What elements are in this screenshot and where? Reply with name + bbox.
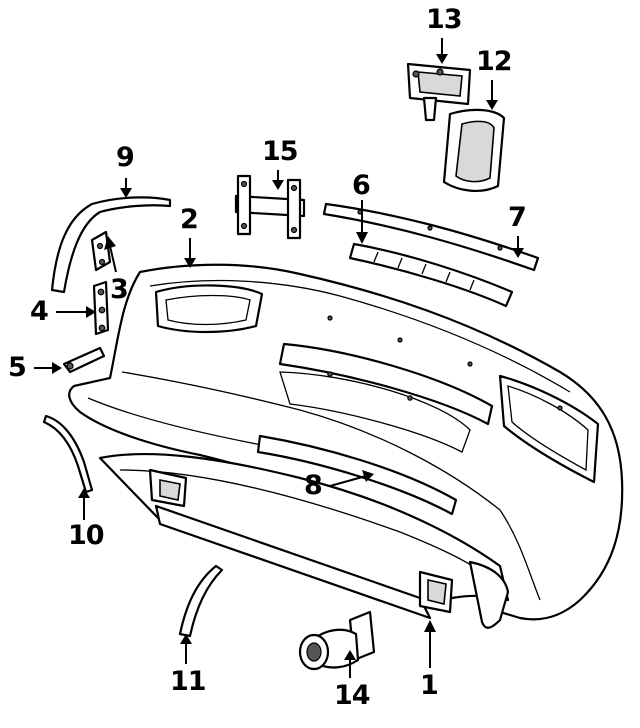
part-1-impact-bar: [98, 452, 510, 629]
callout-13: 13: [426, 4, 463, 35]
part-6-absorber: [348, 242, 514, 308]
part-10-molding: [42, 414, 94, 494]
callout-10: 10: [68, 520, 105, 551]
part-12-bezel: [442, 108, 506, 192]
callout-4: 4: [30, 296, 49, 327]
callout-8: 8: [304, 470, 323, 501]
part-14-tow-hook: [298, 610, 376, 671]
cover-center-strip: [278, 342, 494, 426]
callout-15: 15: [262, 136, 299, 167]
part-5-clip: [62, 346, 106, 374]
callout-2: 2: [180, 204, 199, 235]
leader-lines: [34, 38, 524, 678]
callout-12: 12: [476, 46, 513, 77]
callout-14: 14: [334, 680, 371, 711]
callout-9: 9: [116, 142, 135, 173]
callout-5: 5: [8, 352, 27, 383]
part-7-strip: [322, 202, 540, 272]
part-13-bracket: [406, 62, 472, 122]
callout-11: 11: [170, 666, 207, 697]
callout-6: 6: [352, 170, 371, 201]
part-15-bracket: [234, 174, 306, 240]
part-9-molding: [50, 196, 172, 294]
part-8-center-strip: [256, 434, 458, 516]
callout-3: 3: [110, 274, 129, 305]
part-11-molding: [178, 564, 224, 638]
part-3-bracket: [90, 230, 112, 272]
part-4-bracket: [92, 280, 110, 336]
callout-7: 7: [508, 202, 527, 233]
callout-1: 1: [420, 670, 439, 701]
